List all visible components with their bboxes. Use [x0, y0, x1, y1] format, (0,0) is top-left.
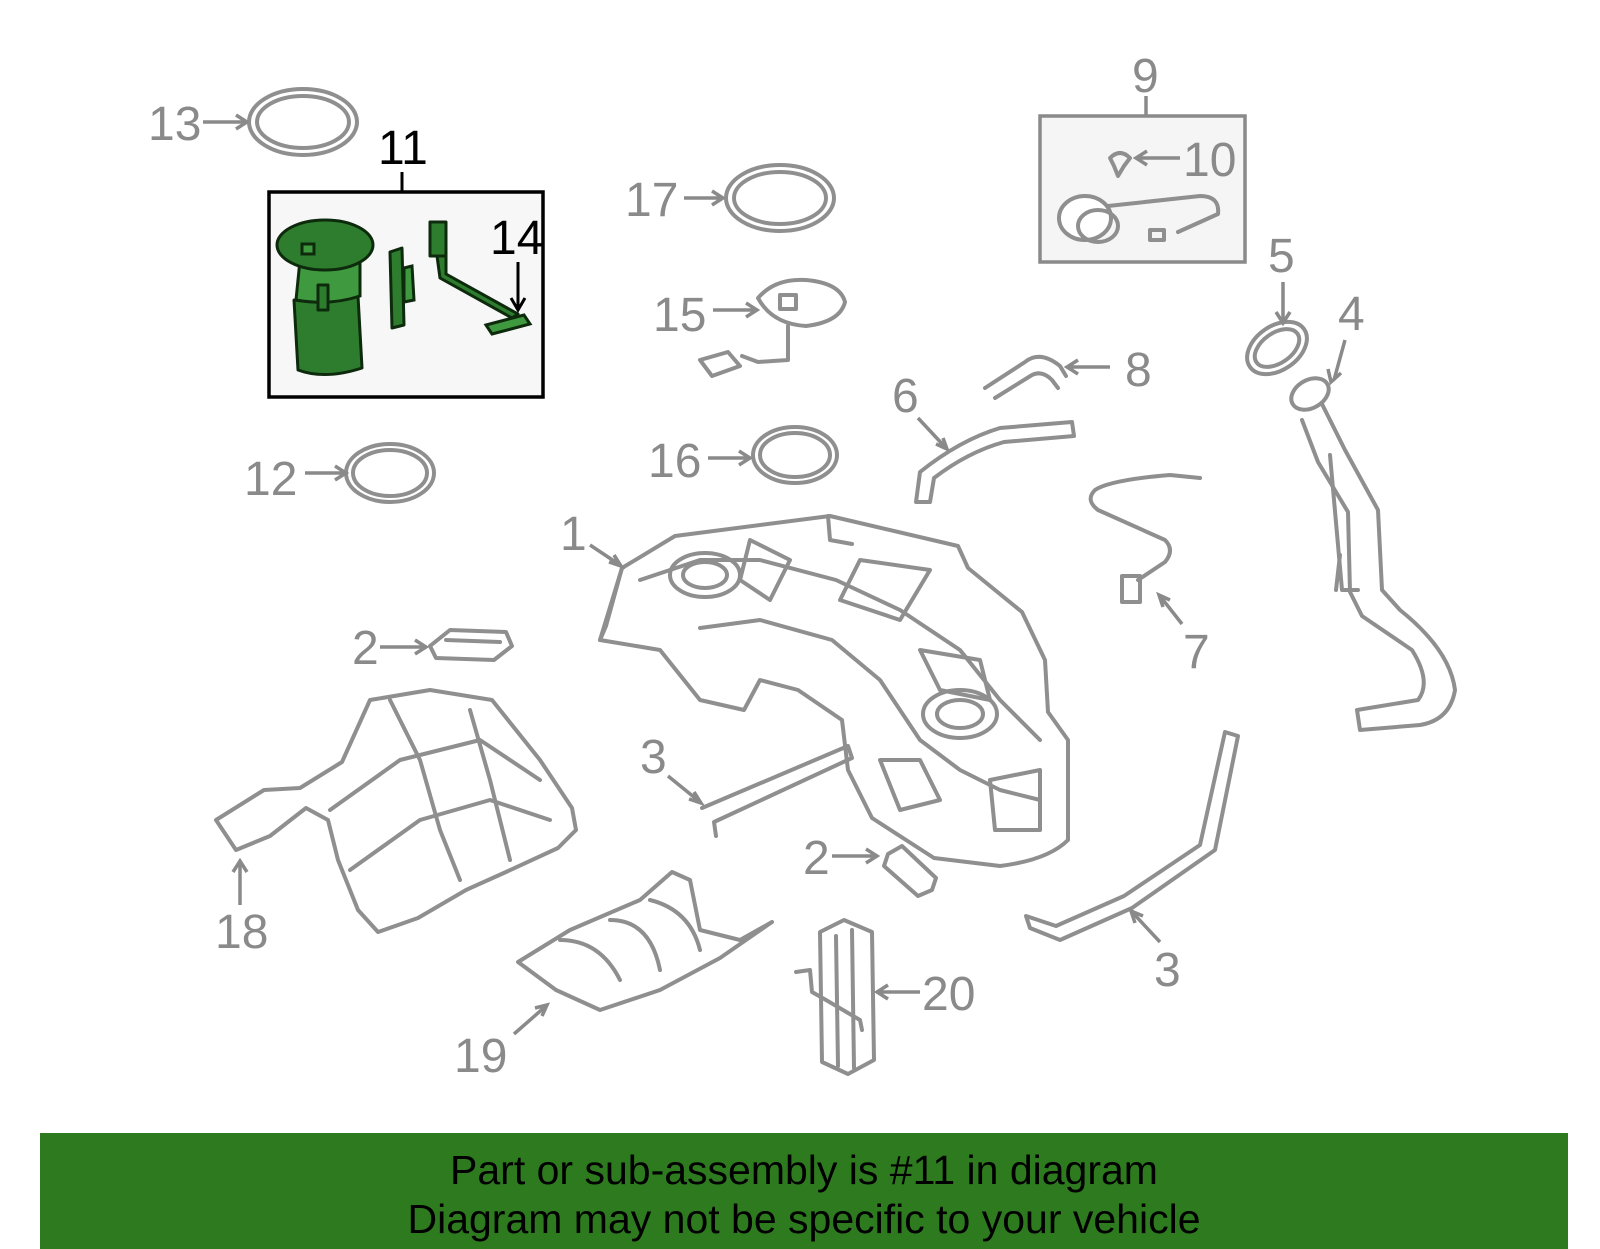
part-6-hose	[914, 420, 1076, 504]
part-2-pad-lower	[882, 844, 938, 898]
callout-3-left: 3	[640, 731, 667, 784]
arrow-14	[509, 262, 527, 313]
part-7-vent-line	[1088, 473, 1202, 604]
callout-11: 11	[378, 122, 428, 175]
arrow-10	[1132, 149, 1180, 167]
callout-3-right: 3	[1154, 944, 1181, 997]
callout-8: 8	[1125, 344, 1152, 397]
part-19-heat-shield	[516, 870, 774, 1012]
callout-18: 18	[215, 906, 268, 959]
callout-12: 12	[244, 453, 297, 506]
arrow-17	[684, 189, 727, 207]
callout-15: 15	[653, 289, 706, 342]
banner-line-2: Diagram may not be specific to your vehi…	[407, 1196, 1201, 1242]
callout-2-lower: 2	[803, 832, 830, 885]
callout-2-upper: 2	[352, 622, 379, 675]
part-18-heat-shield	[214, 688, 578, 934]
arrow-16	[708, 449, 754, 467]
part-2-pad-upper	[428, 628, 514, 662]
arrow-3-left	[666, 774, 706, 807]
callout-4: 4	[1338, 288, 1365, 341]
arrow-5	[1274, 282, 1292, 327]
part-3-strap-left	[700, 744, 854, 838]
callout-10: 10	[1183, 134, 1236, 187]
arrow-7	[1156, 591, 1184, 626]
callout-20: 20	[922, 968, 975, 1021]
callout-1: 1	[560, 508, 587, 561]
arrow-6	[916, 416, 951, 453]
part-4-filler-neck	[1289, 376, 1457, 732]
callout-16: 16	[648, 435, 701, 488]
part-9-fuel-cap-tether	[1057, 151, 1221, 244]
arrow-12	[305, 464, 350, 482]
part-16-seal	[751, 425, 839, 485]
callout-6: 6	[892, 370, 919, 423]
arrow-1	[589, 543, 626, 570]
arrow-4	[1326, 339, 1347, 386]
part-8-hose	[983, 354, 1068, 400]
arrow-18	[231, 857, 249, 905]
arrow-3-right	[1128, 907, 1162, 944]
arrow-2-lower	[832, 847, 881, 865]
part-15-level-sender	[698, 277, 847, 378]
arrow-8	[1063, 358, 1110, 376]
arrow-19	[512, 1002, 551, 1036]
part-11-fuel-pump-assembly	[275, 218, 533, 377]
callout-13: 13	[148, 98, 201, 151]
part-5-clamp	[1245, 319, 1309, 377]
arrow-15	[713, 301, 761, 319]
callout-7: 7	[1183, 626, 1210, 679]
part-3-strap-right	[1024, 730, 1240, 942]
callout-14: 14	[490, 212, 543, 265]
part-17-seal	[724, 163, 836, 233]
banner-line-1: Part or sub-assembly is #11 in diagram	[450, 1147, 1158, 1193]
part-1-fuel-tank	[598, 514, 1070, 868]
arrow-20	[873, 983, 920, 1001]
part-9-box	[1038, 114, 1247, 264]
callout-5: 5	[1268, 230, 1295, 283]
part-20-canister	[794, 918, 876, 1076]
arrow-13	[203, 113, 251, 131]
info-banner: Part or sub-assembly is #11 in diagram D…	[40, 1133, 1568, 1249]
callout-19: 19	[454, 1030, 507, 1083]
callout-9: 9	[1132, 50, 1159, 103]
callout-17: 17	[625, 174, 678, 227]
part-13-seal	[247, 87, 359, 157]
arrow-2-upper	[380, 638, 430, 656]
part-12-seal	[344, 442, 436, 504]
